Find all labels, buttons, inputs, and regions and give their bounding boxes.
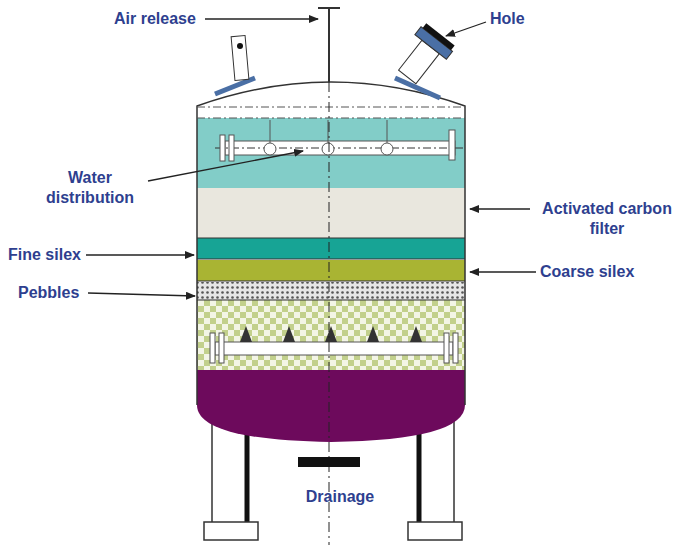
fine-silex-label: Fine silex (8, 245, 88, 265)
top-fittings (215, 22, 456, 98)
tank-body (197, 82, 465, 442)
leader-arrows (86, 19, 536, 296)
hole-label: Hole (490, 9, 550, 29)
water-distribution-label: Water distribution (30, 168, 150, 208)
coarse-silex-label: Coarse silex (540, 262, 680, 282)
distribution-pipe (215, 120, 465, 161)
activated-carbon-label: Activated carbon filter (532, 199, 682, 239)
air-release-label: Air release (114, 9, 214, 29)
pebbles-label: Pebbles (18, 283, 88, 303)
air-release-valve (298, 8, 360, 545)
drain-collector (210, 326, 458, 363)
drainage-label: Drainage (290, 487, 390, 507)
